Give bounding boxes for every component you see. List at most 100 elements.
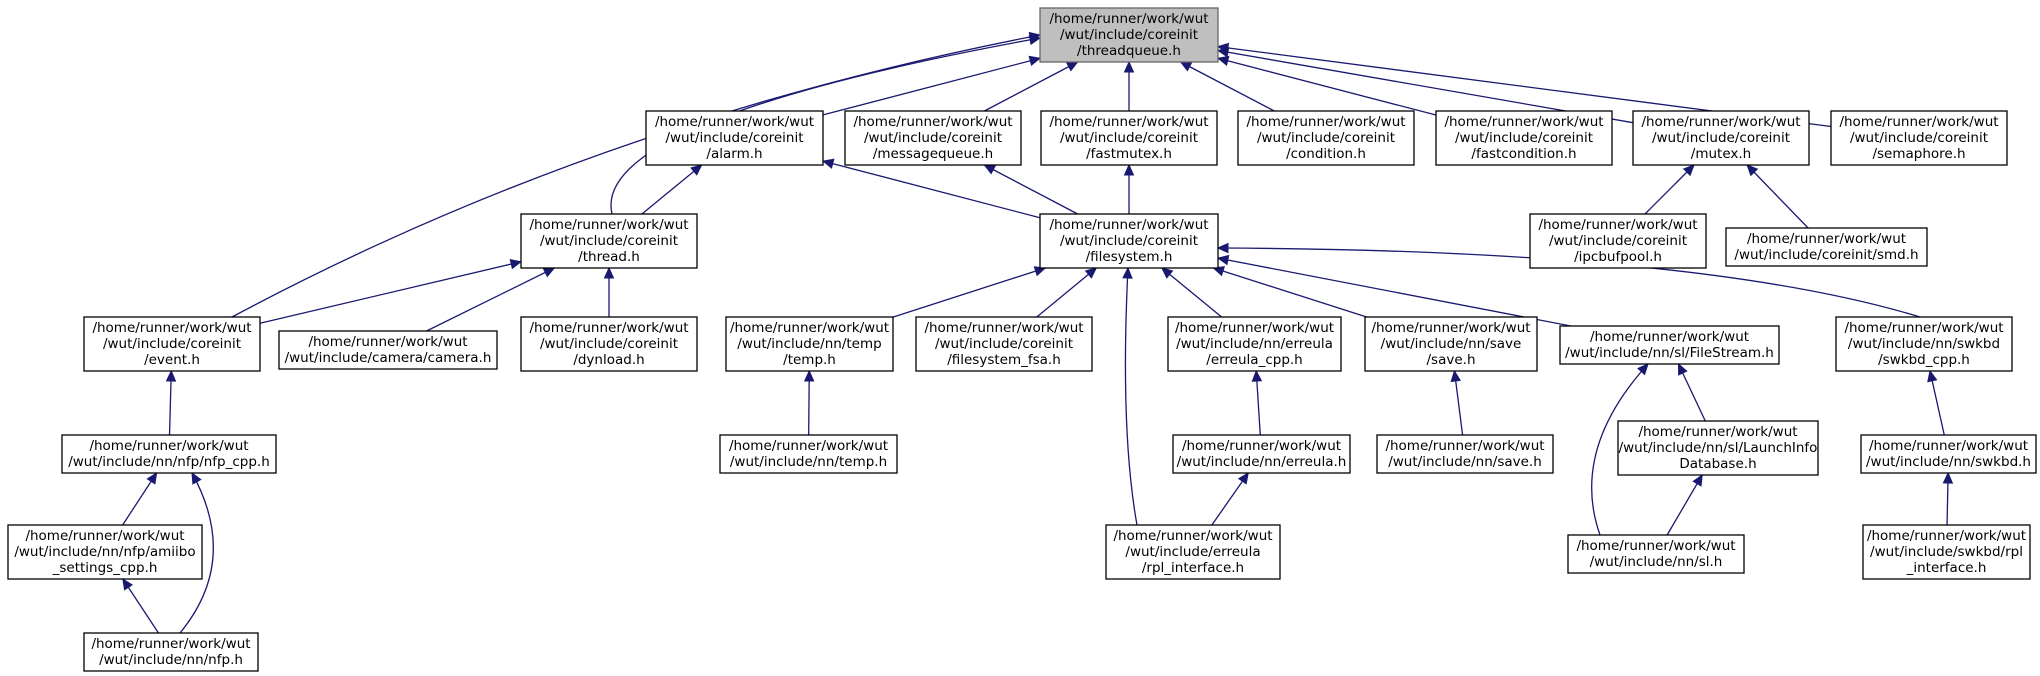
edge-line xyxy=(1929,370,1945,436)
edge-nn_sl-to-filestream xyxy=(1591,363,1649,536)
node-event[interactable]: /home/runner/work/wut/wut/include/corein… xyxy=(83,316,261,372)
node-rpl_erreula[interactable]: /home/runner/work/wut/wut/include/erreul… xyxy=(1105,524,1281,580)
node-semaphore[interactable]: /home/runner/work/wut/wut/include/corein… xyxy=(1830,110,2008,166)
node-fastcondition[interactable]: /home/runner/work/wut/wut/include/corein… xyxy=(1435,110,1613,166)
node-rpl_swkbd[interactable]: /home/runner/work/wut/wut/include/swkbd/… xyxy=(1862,524,2031,580)
node-label-line: /ipcbufpool.h xyxy=(1574,249,1662,265)
edge-line xyxy=(122,578,160,634)
arrowhead xyxy=(1179,61,1193,72)
edge-nfp_cpp-to-event xyxy=(165,369,177,436)
node-label-line: /alarm.h xyxy=(706,146,762,162)
node-label-line: _interface.h xyxy=(1906,560,1987,576)
arrowhead xyxy=(146,471,158,485)
edge-event-to-threadqueue xyxy=(231,31,1042,318)
node-ipcbufpool[interactable]: /home/runner/work/wut/wut/include/corein… xyxy=(1529,213,1707,269)
edge-smd-to-mutex xyxy=(1746,164,1809,229)
node-box xyxy=(1567,534,1745,574)
node-erreula_cpp[interactable]: /home/runner/work/wut/wut/include/nn/err… xyxy=(1167,316,1342,372)
node-nn_swkbd[interactable]: /home/runner/work/wut/wut/include/nn/swk… xyxy=(1860,434,2037,474)
node-launchinfo[interactable]: /home/runner/work/wut/wut/include/nn/sl/… xyxy=(1617,420,1819,476)
edge-line xyxy=(259,261,522,324)
node-label-line: /home/runner/work/wut xyxy=(1844,320,2003,336)
edge-fastcondition-to-threadqueue xyxy=(1216,55,1437,116)
node-label-line: /swkbd_cpp.h xyxy=(1878,352,1970,368)
node-box xyxy=(1632,110,1810,166)
node-nn_save[interactable]: /home/runner/work/wut/wut/include/nn/sav… xyxy=(1376,434,1554,474)
node-label-line: /filesystem_fsa.h xyxy=(947,352,1061,368)
node-smd[interactable]: /home/runner/work/wut/wut/include/corein… xyxy=(1725,227,1928,267)
node-box xyxy=(83,316,261,372)
arrowhead xyxy=(1065,61,1079,72)
node-nn_temp[interactable]: /home/runner/work/wut/wut/include/nn/tem… xyxy=(719,434,898,474)
edge-line xyxy=(1180,61,1275,112)
node-box xyxy=(844,110,1022,166)
node-nn_nfp[interactable]: /home/runner/work/wut/wut/include/nn/nfp… xyxy=(83,632,259,672)
node-label-line: /wut/include/nn/save xyxy=(1381,336,1522,352)
node-label-line: /home/runner/work/wut xyxy=(655,114,814,130)
edge-line xyxy=(426,267,555,332)
node-amiibo[interactable]: /home/runner/work/wut/wut/include/nn/nfp… xyxy=(7,524,203,580)
node-label-line: /home/runner/work/wut xyxy=(1049,114,1208,130)
node-thread[interactable]: /home/runner/work/wut/wut/include/corein… xyxy=(520,213,698,269)
node-nn_sl[interactable]: /home/runner/work/wut/wut/include/nn/sl.… xyxy=(1567,534,1745,574)
node-box xyxy=(1105,524,1281,580)
edge-nn_nfp-to-amiibo xyxy=(122,577,160,634)
edge-nn_temp-to-nn_temp_dir xyxy=(803,369,815,436)
node-label-line: /wut/include/coreinit xyxy=(1455,130,1593,146)
node-condition[interactable]: /home/runner/work/wut/wut/include/corein… xyxy=(1237,110,1415,166)
node-label-line: /wut/include/nn/temp.h xyxy=(730,454,887,470)
node-box xyxy=(1167,316,1342,372)
node-label-line: _settings_cpp.h xyxy=(52,560,158,576)
node-label-line: /wut/include/coreinit/smd.h xyxy=(1734,247,1918,263)
node-swkbd_cpp[interactable]: /home/runner/work/wut/wut/include/nn/swk… xyxy=(1835,316,2013,372)
node-box xyxy=(725,316,894,372)
edge-filesystem-to-fastmutex xyxy=(1123,163,1135,214)
node-label-line: /semaphore.h xyxy=(1872,146,1965,162)
arrowhead xyxy=(1122,266,1133,279)
edge-nn_erreula-to-erreula_cpp xyxy=(1251,369,1263,436)
edge-line xyxy=(1255,370,1261,436)
edge-launchinfo-to-filestream xyxy=(1677,362,1706,422)
node-camera[interactable]: /home/runner/work/wut/wut/include/camera… xyxy=(278,330,498,370)
arrowhead xyxy=(821,158,835,169)
edge-nn_sl-to-launchinfo xyxy=(1666,473,1703,536)
node-nfp_cpp[interactable]: /home/runner/work/wut/wut/include/nn/nfp… xyxy=(61,434,277,474)
arrowhead xyxy=(509,259,523,270)
edge-dynload-to-thread xyxy=(603,266,615,317)
arrowhead xyxy=(1216,254,1230,266)
node-nn_temp_dir[interactable]: /home/runner/work/wut/wut/include/nn/tem… xyxy=(725,316,894,372)
node-box xyxy=(1237,110,1415,166)
edge-nn_swkbd-to-swkbd_cpp xyxy=(1927,369,1945,436)
arrowhead xyxy=(122,577,134,591)
node-filesystem_fsa[interactable]: /home/runner/work/wut/wut/include/corein… xyxy=(915,316,1093,372)
node-box xyxy=(278,330,498,370)
arrowhead xyxy=(1942,471,1954,484)
edge-erreula_cpp-to-filesystem xyxy=(1160,267,1223,318)
edge-nn_temp_dir-to-filesystem xyxy=(892,266,1047,318)
node-label-line: /home/runner/work/wut xyxy=(529,217,688,233)
node-label-line: /rpl_interface.h xyxy=(1142,560,1244,576)
node-label-line: /wut/include/coreinit xyxy=(665,130,803,146)
node-filesystem[interactable]: /home/runner/work/wut/wut/include/corein… xyxy=(1039,213,1219,269)
node-nn_erreula[interactable]: /home/runner/work/wut/wut/include/nn/err… xyxy=(1172,434,1351,474)
node-threadqueue[interactable]: /home/runner/work/wut/wut/include/corein… xyxy=(1039,7,1219,63)
node-label-line: /home/runner/work/wut xyxy=(1246,114,1405,130)
arrowhead xyxy=(1216,242,1229,254)
node-label-line: /home/runner/work/wut xyxy=(1839,114,1998,130)
node-label-line: /messagequeue.h xyxy=(873,146,993,162)
arrowhead xyxy=(1682,164,1695,177)
node-filestream[interactable]: /home/runner/work/wut/wut/include/nn/sl/… xyxy=(1559,325,1780,365)
node-label-line: /wut/include/nn/nfp.h xyxy=(99,652,243,668)
node-mutex[interactable]: /home/runner/work/wut/wut/include/corein… xyxy=(1632,110,1810,166)
arrowhead xyxy=(1028,31,1042,43)
node-label-line: /wut/include/coreinit xyxy=(1850,130,1988,146)
node-alarm[interactable]: /home/runner/work/wut/wut/include/corein… xyxy=(645,110,824,166)
node-fastmutex[interactable]: /home/runner/work/wut/wut/include/corein… xyxy=(1040,110,1218,166)
node-nn_save_dir[interactable]: /home/runner/work/wut/wut/include/nn/sav… xyxy=(1364,316,1538,372)
edge-line xyxy=(1217,257,1571,327)
node-dynload[interactable]: /home/runner/work/wut/wut/include/corein… xyxy=(520,316,698,372)
node-messagequeue[interactable]: /home/runner/work/wut/wut/include/corein… xyxy=(844,110,1022,166)
node-label-line: /filesystem.h xyxy=(1086,249,1173,265)
node-label-line: /wut/include/nn/sl/FileStream.h xyxy=(1565,345,1774,361)
